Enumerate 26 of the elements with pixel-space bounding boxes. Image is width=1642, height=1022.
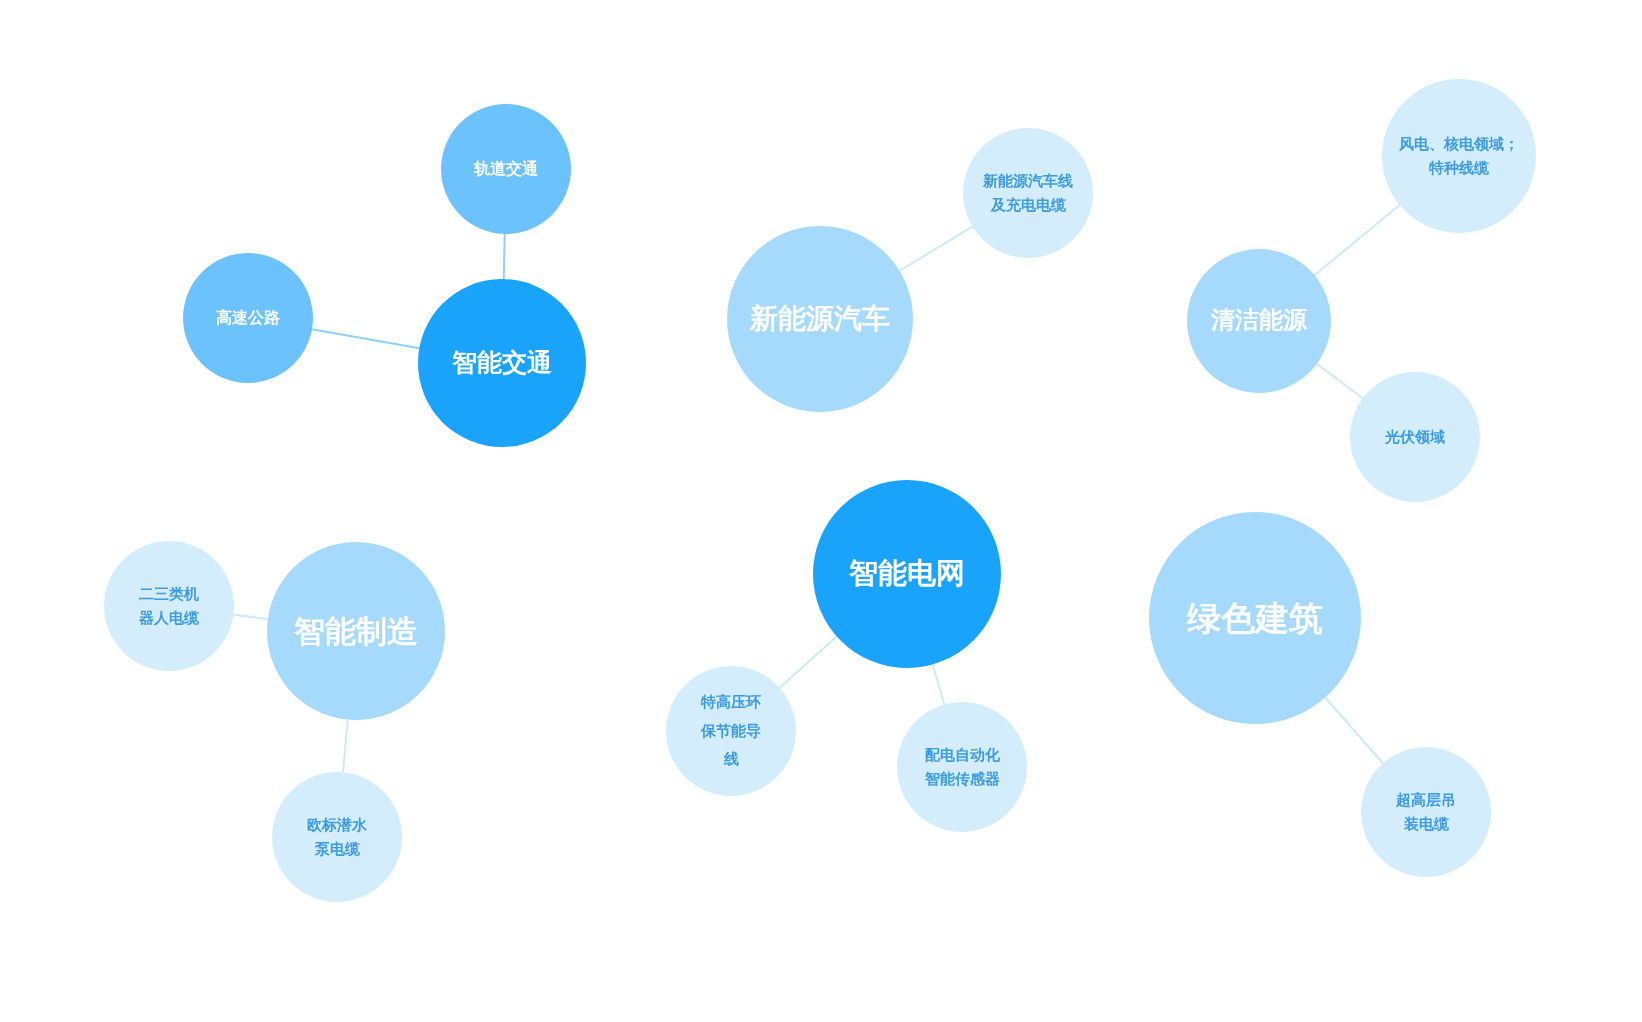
topic-label: 高速公路 (215, 307, 281, 329)
topic-label: 特高压环保节能导线 (699, 692, 762, 771)
connector-line (341, 718, 349, 774)
topic-label: 光伏领域 (1384, 426, 1446, 448)
topic-label: 新能源汽车线及充电电缆 (982, 171, 1074, 216)
connector-line (1315, 362, 1364, 400)
connector-line (311, 328, 421, 350)
topic-label: 轨道交通 (473, 158, 539, 180)
topic-label: 智能制造 (293, 611, 419, 651)
topic-label: 智能电网 (848, 555, 966, 593)
connector-line (931, 663, 946, 706)
topic-label: 新能源汽车 (749, 300, 891, 337)
connector-line (1324, 696, 1384, 765)
topic-label: 清洁能源 (1210, 305, 1308, 337)
topic-label: 二三类机器人电缆 (138, 584, 200, 629)
connector-line (898, 225, 974, 272)
topic-label: 风电、核电领域；特种线缆 (1398, 134, 1520, 179)
connector-line (1313, 204, 1401, 277)
topic-label: 超高层吊装电缆 (1395, 790, 1457, 835)
topic-label: 欧标潜水泵电缆 (306, 815, 368, 860)
topic-label: 智能交通 (451, 346, 553, 379)
topic-label: 绿色建筑 (1186, 596, 1324, 640)
connector-line (778, 635, 838, 689)
connector-line (502, 233, 506, 280)
topic-label: 配电自动化智能传感器 (923, 745, 1001, 790)
connector-line (232, 613, 269, 621)
